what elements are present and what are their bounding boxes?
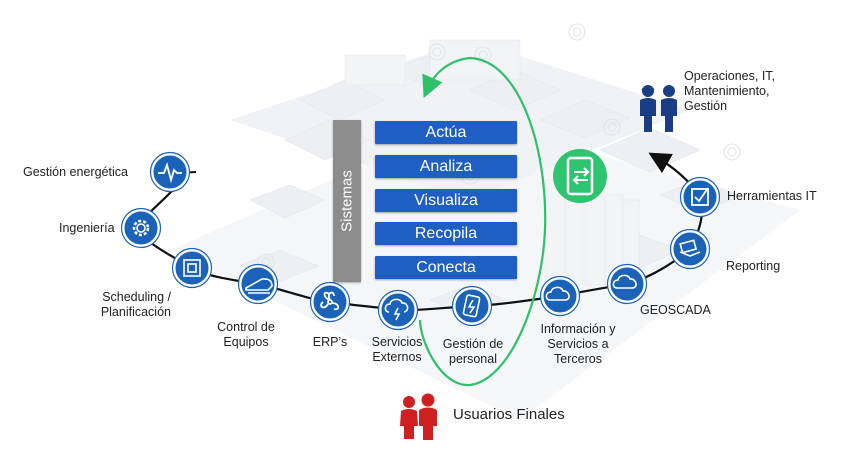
label-control-equipos: Control de Equipos (217, 320, 275, 349)
layer-analiza: Analiza (375, 155, 517, 178)
train-icon (245, 278, 273, 294)
node-gestion-energetica (149, 151, 191, 193)
label-informacion-terceros: Información y Servicios a Terceros (540, 322, 616, 366)
fan-icon (320, 291, 340, 311)
node-scheduling (171, 247, 213, 289)
operators-icon (640, 85, 677, 132)
label-ingenieria: Ingeniería (59, 221, 115, 235)
label-gestion-personal: Gestión de personal (442, 337, 504, 366)
label-usuarios-finales: Usuarios Finales (453, 406, 565, 423)
label-scheduling: Scheduling / Planificación (100, 290, 171, 319)
label-geoscada: GEOSCADA (640, 303, 711, 317)
node-reporting (669, 228, 711, 270)
mobile-bolt-icon (462, 294, 481, 318)
pulse-icon (158, 162, 182, 184)
cycle-arrow (418, 56, 547, 387)
node-servicios-externos (377, 289, 419, 331)
calendar-icon (183, 259, 201, 277)
node-informacion-terceros (539, 275, 581, 317)
node-ingenieria (120, 207, 162, 249)
layer-visualiza: Visualiza (375, 189, 517, 212)
money-hand-icon (679, 239, 701, 257)
node-geoscada (606, 263, 648, 305)
label-erps: ERP’s (312, 335, 348, 349)
cycle-arrow-head (422, 56, 471, 99)
checkbox-icon (691, 187, 709, 206)
layer-conecta: Conecta (375, 256, 517, 279)
end-users-icon (400, 393, 437, 440)
cloud-icon (612, 274, 637, 289)
node-control-equipos (237, 263, 279, 305)
label-operaciones: Operaciones, IT, Mantenimiento, Gestión (684, 69, 776, 113)
node-gestion-personal (451, 285, 493, 327)
mobile-exchange-icon (553, 149, 607, 203)
node-erps (309, 281, 351, 323)
layer-actua: Actúa (375, 121, 517, 144)
sistemas-bar: Sistemas (333, 120, 361, 282)
cloud-icon (545, 286, 570, 301)
label-reporting: Reporting (726, 259, 781, 273)
label-servicios-externos: Servicios Externos (371, 335, 423, 364)
gear-icon (132, 219, 150, 237)
label-herramientas-it: Herramientas IT (727, 189, 817, 203)
sistemas-label: Sistemas (338, 170, 356, 232)
label-gestion-energetica: Gestión energética (23, 165, 128, 179)
node-herramientas-it (679, 176, 721, 218)
layer-recopila: Recopila (375, 222, 517, 245)
cloud-lightning-icon (384, 298, 409, 321)
